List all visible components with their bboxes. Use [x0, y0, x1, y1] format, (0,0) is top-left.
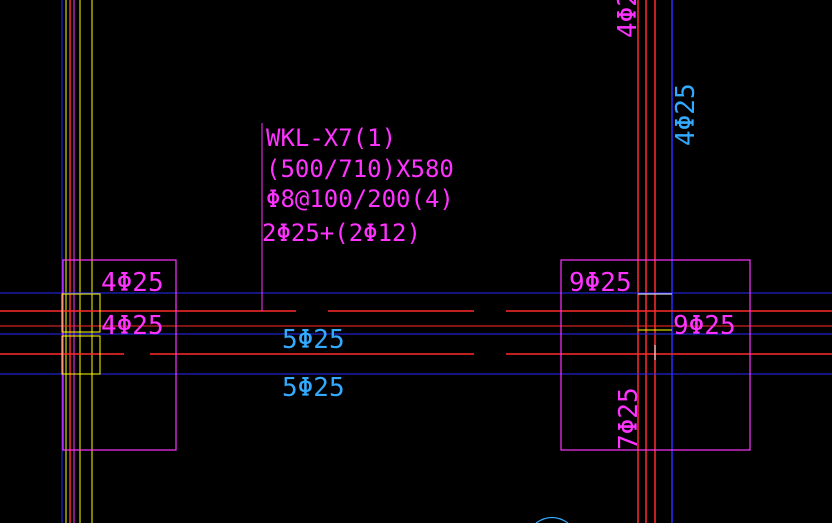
beam-section: (500/710)X580	[266, 155, 454, 183]
beam-stirrups: Φ8@100/200(4)	[266, 185, 454, 213]
left-yellow-brackets	[61, 293, 101, 375]
beam-lower-label: 5Φ25	[282, 373, 345, 403]
right-white-ticks	[638, 293, 672, 360]
left-column-box[interactable]	[62, 259, 177, 451]
beam-lines	[0, 292, 832, 375]
beam-top-bars: 2Φ25+(2Φ12)	[262, 219, 421, 247]
right-vertical-top-label: 4Φ25	[671, 83, 701, 146]
left-col-mid-label: 4Φ25	[101, 311, 164, 341]
right-column-box[interactable]	[560, 259, 751, 451]
right-top-clip-label: 4Φ2	[613, 0, 643, 38]
beam-name: WKL-X7(1)	[266, 124, 396, 152]
beam-annotation: WKL-X7(1) (500/710)X580 Φ8@100/200(4) 2Φ…	[262, 124, 454, 247]
beam-upper-label: 5Φ25	[282, 325, 345, 355]
right-column-lines	[637, 0, 673, 523]
left-col-top-label: 4Φ25	[101, 268, 164, 298]
left-column-lines	[61, 0, 93, 523]
bottom-arc	[535, 516, 569, 523]
right-col-top-label: 9Φ25	[569, 268, 632, 298]
right-vertical-bottom-label: 7Φ25	[614, 387, 644, 450]
right-col-side-label: 9Φ25	[673, 311, 736, 341]
